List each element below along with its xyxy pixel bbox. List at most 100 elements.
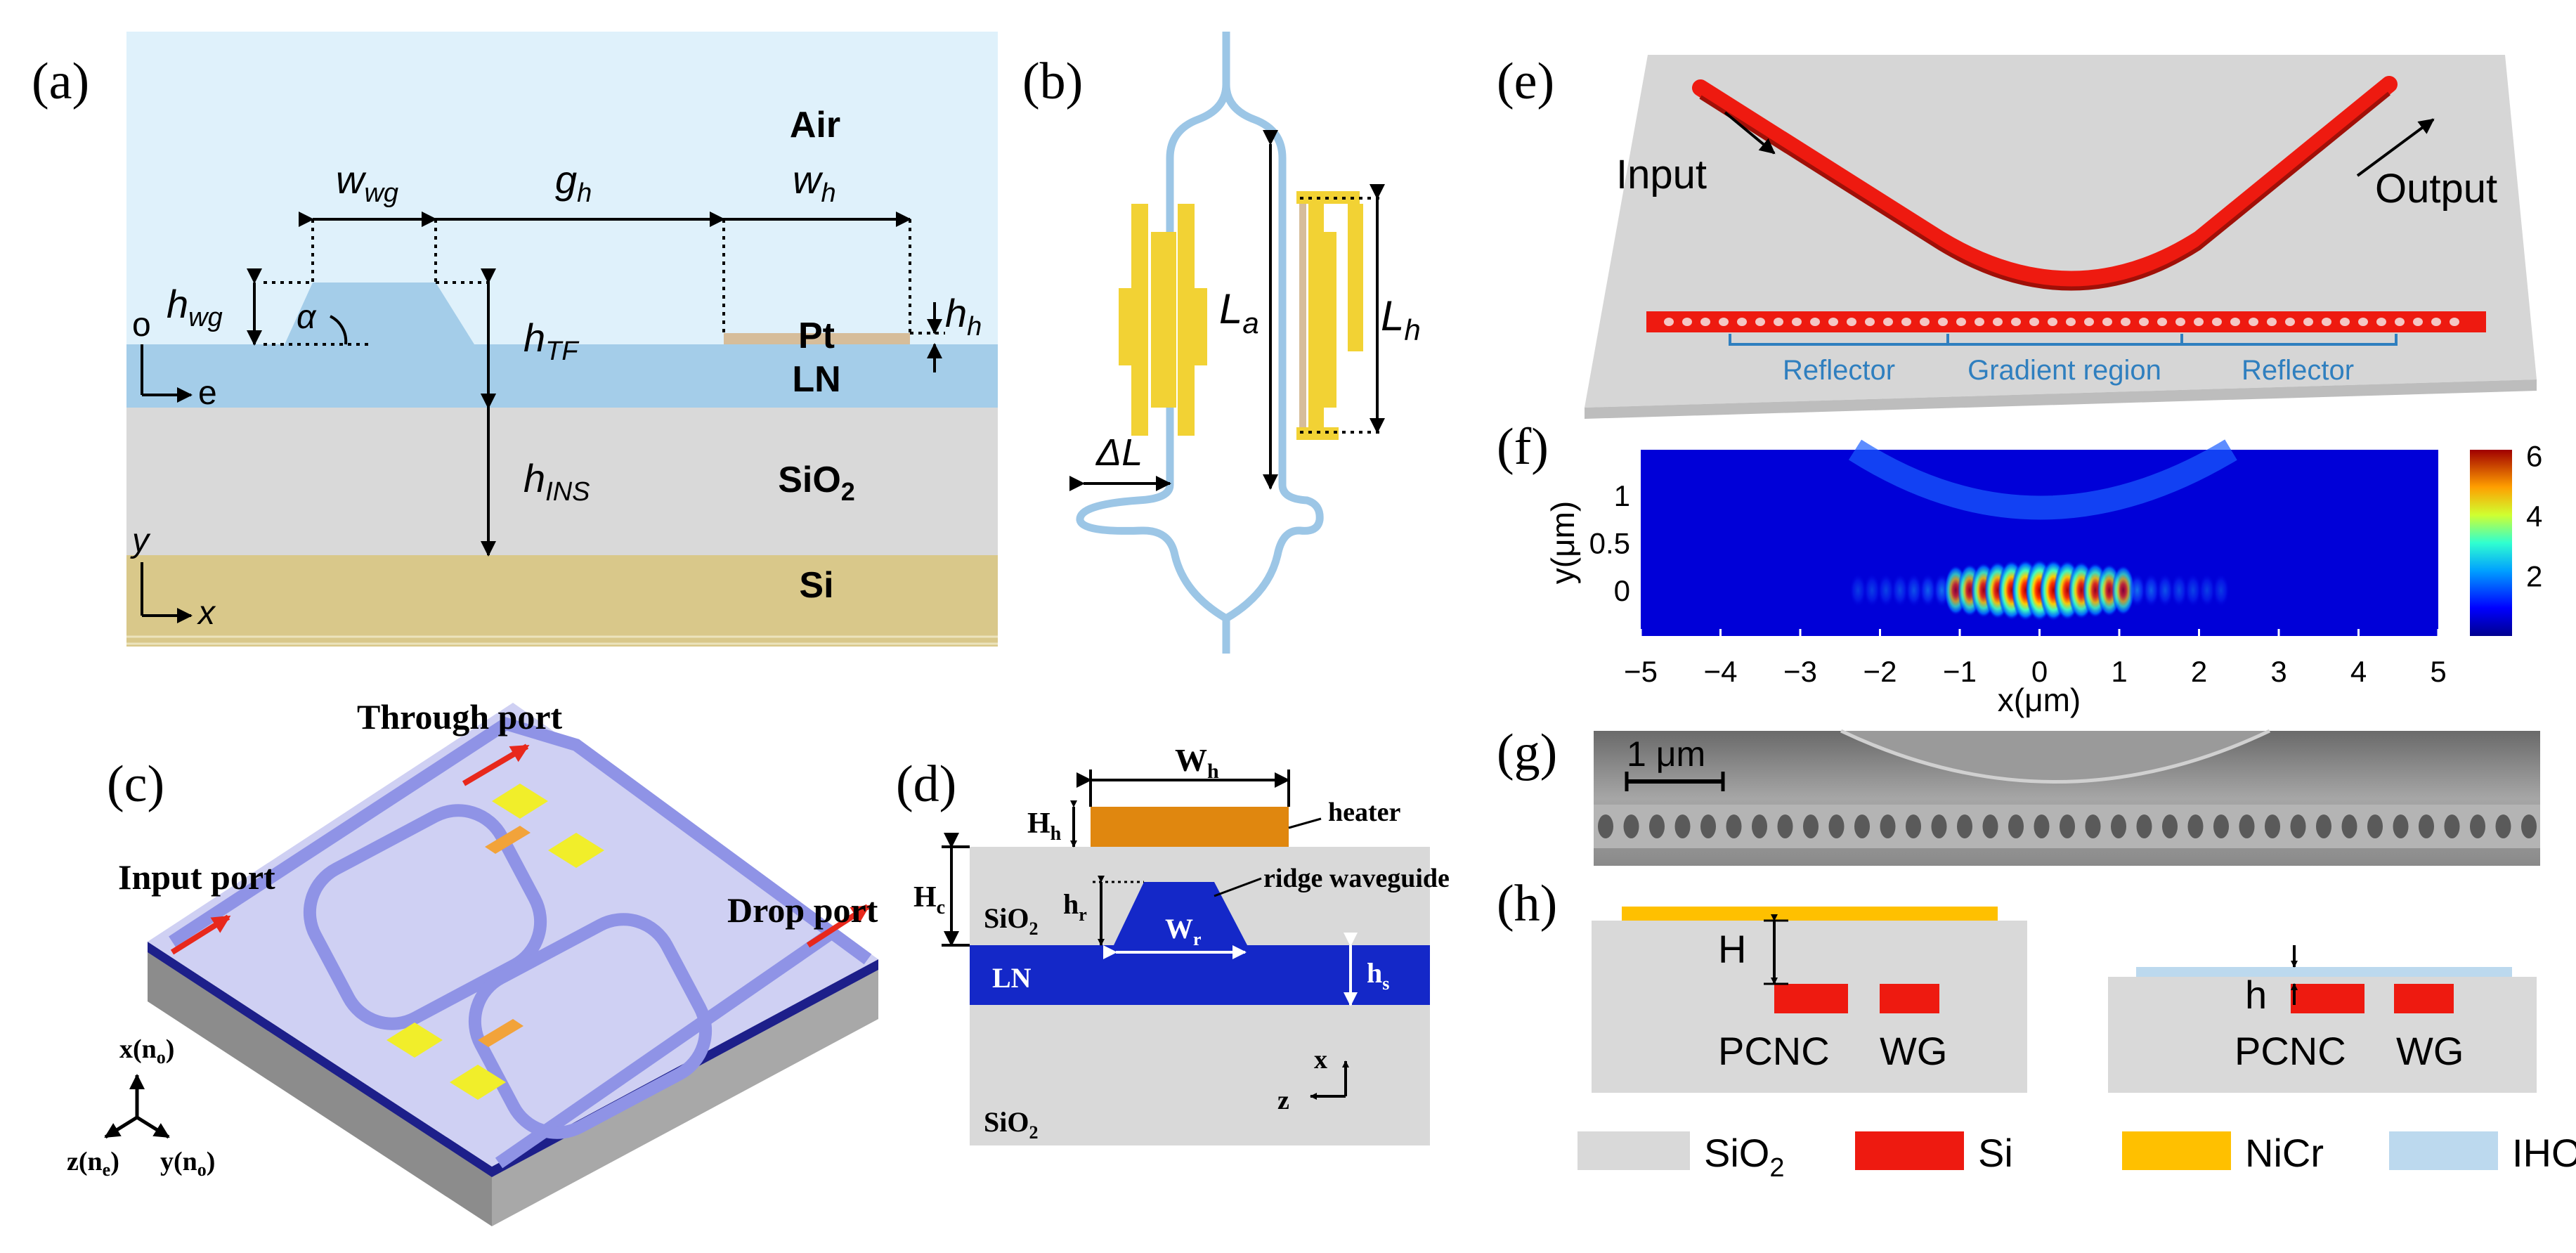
legend-si-label: Si [1978, 1131, 2013, 1175]
input-port-arrow [170, 914, 231, 955]
output-label: Output [2375, 166, 2497, 212]
x-tick-label: −1 [1943, 655, 1977, 688]
iho-layer [2136, 967, 2512, 977]
heater [1091, 807, 1289, 847]
axis-z-c [104, 1115, 138, 1139]
h-small-label: h [2245, 973, 2267, 1017]
panel-g-label: (g) [1497, 724, 1557, 781]
drop-port-label: Drop port [727, 890, 878, 930]
bus-waveguide [169, 717, 872, 965]
field-spot [2157, 573, 2174, 607]
sem-hole [2187, 814, 2204, 838]
H-label: H [1718, 927, 1746, 971]
ln-layer [126, 344, 998, 408]
photonic-crystal-holes [1664, 318, 2459, 326]
htf-label: hTF [523, 316, 579, 366]
lh-label: Lh [1381, 292, 1421, 346]
input-label: Input [1616, 152, 1707, 197]
panel-f-label: (f) [1497, 418, 1549, 476]
field-spot [2184, 573, 2201, 607]
heater-pad [1299, 195, 1306, 438]
gradient-label: Gradient region [1967, 355, 2161, 386]
pc-hole [1956, 318, 1966, 326]
legend-sio2-label: SiO2 [1704, 1131, 1785, 1183]
pc-hole [2139, 318, 2149, 326]
axis-y-c-label: y(no) [160, 1147, 215, 1180]
panel-h: (h) H PCNC WG h PCNC WG [1497, 875, 2537, 1093]
chip-side-left [148, 942, 492, 1226]
sem-hole [1649, 814, 1665, 838]
x-tick-label: 1 [2111, 655, 2127, 688]
pcnc-right [2291, 984, 2364, 1013]
sem-hole [2521, 814, 2537, 838]
x-tick-label: 4 [2350, 655, 2367, 688]
panel-b: (b) La Lh ΔL [1022, 32, 1421, 654]
pc-hole [1883, 318, 1893, 326]
field-hotspots [1849, 559, 2230, 621]
pc-hole [1719, 318, 1729, 326]
heater-pad [1188, 288, 1207, 365]
heater-pad [450, 1065, 506, 1100]
sem-hole [2111, 814, 2126, 838]
pc-hole [2249, 318, 2258, 326]
field-spot [2212, 573, 2230, 607]
pcnc-left [1774, 984, 1848, 1013]
y-ticks: 10.50 [1589, 479, 1630, 607]
wh-d-label: Wh [1175, 742, 1219, 783]
ln-label: LN [792, 359, 840, 400]
heater-pad [1151, 232, 1176, 408]
sem-hole [2162, 814, 2178, 838]
x-tick-label: 2 [2191, 655, 2207, 688]
substrate-plate-edge [1585, 379, 2537, 419]
colorbar-tick-label: 6 [2526, 440, 2542, 473]
x-tick-label: −4 [1704, 655, 1738, 688]
la-label: La [1219, 285, 1259, 339]
f-xlabel: x(μm) [1998, 682, 2081, 718]
sem-hole [2341, 814, 2357, 838]
pc-hole [2376, 318, 2386, 326]
drop-port-arrow [806, 904, 871, 948]
legend-nicr-label: NiCr [2245, 1131, 2324, 1175]
heater-pad [1321, 232, 1336, 408]
pc-hole [2194, 318, 2204, 326]
heater-pad [1119, 288, 1138, 365]
y-tick-label: 0.5 [1589, 527, 1630, 560]
right-heater [1296, 191, 1363, 440]
pc-hole [2175, 318, 2185, 326]
air-layer [126, 32, 998, 344]
axis-o-label: o [132, 306, 151, 344]
axis-z-c-label: z(ne) [67, 1147, 119, 1180]
material-legend: SiO2 Si NiCr IHO [1578, 1131, 2576, 1183]
ridge-waveguide [1114, 882, 1247, 945]
sem-hole [1854, 814, 1870, 838]
heater-pad [1308, 200, 1324, 432]
heater-label: heater [1328, 798, 1401, 827]
reflector-right-label: Reflector [2242, 355, 2354, 386]
sem-hole [2393, 814, 2409, 838]
wg-right [2394, 984, 2454, 1013]
sem-hole [2367, 814, 2383, 838]
bus-waveguide [495, 929, 833, 1169]
y-tick-label: 1 [1614, 479, 1630, 512]
colorbar-tick-label: 2 [2526, 560, 2542, 593]
alpha-label: α [297, 299, 317, 336]
sem-hole [1674, 814, 1691, 838]
pc-hole [2230, 318, 2240, 326]
field-spot [1919, 573, 1937, 607]
pc-hole [2431, 318, 2441, 326]
pc-hole [2102, 318, 2112, 326]
wg-right-label: WG [2396, 1029, 2464, 1073]
hs-d-label: hs [1367, 957, 1389, 994]
heater-pads-c [386, 784, 604, 1100]
field-spot [2128, 573, 2146, 607]
air-label: Air [790, 105, 840, 145]
pc-hole [1847, 318, 1856, 326]
pc-hole [2157, 318, 2167, 326]
field-spot [1905, 573, 1923, 607]
pc-hole [1975, 318, 1984, 326]
pt-label: Pt [798, 316, 835, 356]
axis-x-c-label: x(no) [119, 1034, 174, 1067]
pc-hole [2340, 318, 2350, 326]
ridge-waveguide [285, 283, 474, 344]
